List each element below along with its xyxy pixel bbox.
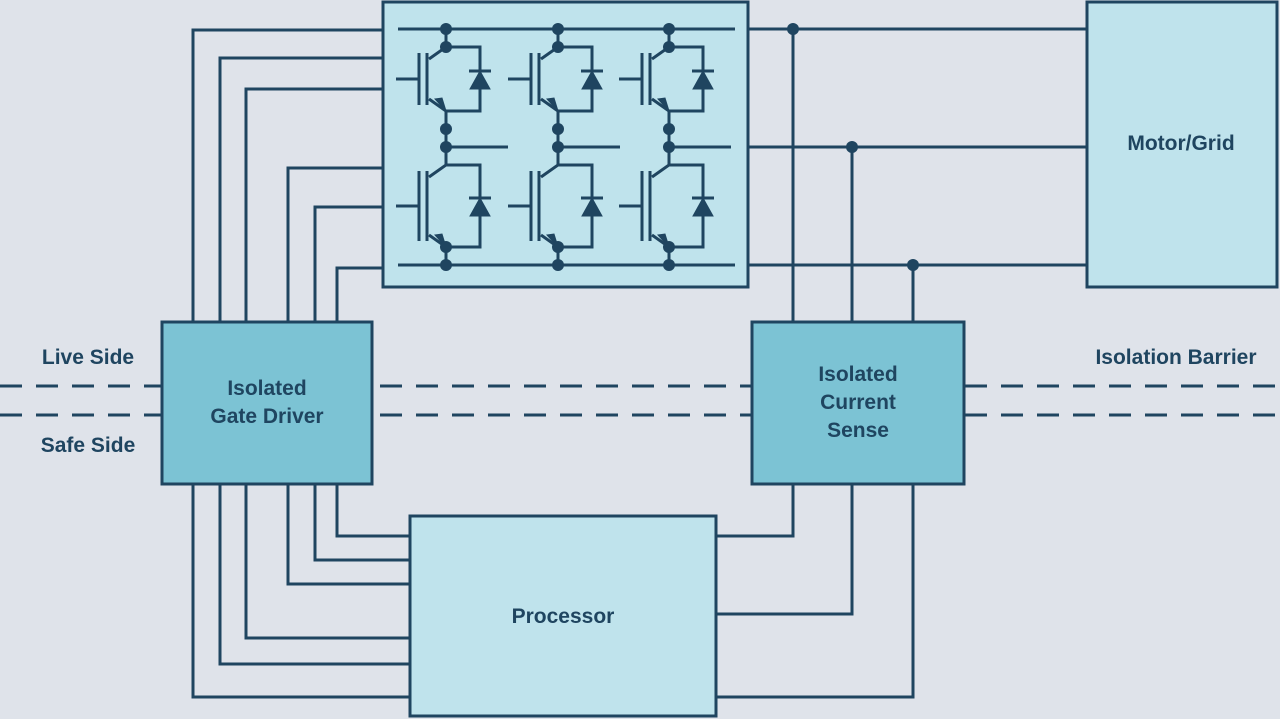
gate-driver-label-line2: Gate Driver	[210, 405, 323, 428]
current-sense-box	[750, 320, 966, 486]
diode-triangle	[469, 196, 491, 217]
inverter-bridge	[381, 0, 750, 289]
junction-dot	[552, 23, 564, 35]
junction-dot	[440, 141, 452, 153]
diode-triangle	[581, 196, 603, 217]
isolation-barrier-lines	[0, 384, 1280, 417]
ctrl-wire-3	[244, 484, 410, 640]
junction-dot	[663, 41, 675, 53]
motor-grid-block: Motor/Grid	[1085, 0, 1279, 289]
wiring	[191, 27, 1087, 699]
safe-side-label: Safe Side	[41, 434, 136, 457]
ctrl-wire-1	[191, 484, 410, 699]
gate-wire-2	[218, 56, 383, 322]
bridge-legs	[396, 23, 731, 271]
diode-triangle	[581, 69, 603, 90]
ctrl-wire-6	[335, 484, 410, 538]
junction-dot	[552, 141, 564, 153]
diode-triangle	[692, 69, 714, 90]
junction-dot	[663, 241, 675, 253]
sense-out-3	[716, 484, 915, 699]
junction-dot	[440, 241, 452, 253]
processor-box	[408, 514, 718, 718]
live-side-label: Live Side	[42, 346, 134, 369]
ctrl-wire-4	[286, 484, 410, 586]
diode-triangle	[469, 69, 491, 90]
junction-dot	[907, 259, 919, 271]
junction-dot	[552, 41, 564, 53]
gate-wire-4	[286, 166, 383, 322]
junction-dot	[846, 141, 858, 153]
gate-wire-1	[191, 28, 383, 322]
sense-out-2	[716, 484, 854, 616]
gate-wire-6	[335, 266, 383, 322]
processor-block: Processor	[408, 514, 718, 718]
gate-wire-3	[244, 87, 383, 322]
ctrl-wire-2	[218, 484, 410, 666]
gate-wire-5	[313, 205, 383, 322]
inverter-bridge-box	[381, 0, 750, 289]
gate-driver-label-line1: Isolated	[227, 377, 306, 400]
junction-dot	[663, 259, 675, 271]
junction-dot	[663, 123, 675, 135]
junction-dot	[552, 123, 564, 135]
current-sense-label-line3: Sense	[827, 419, 889, 442]
gate-driver-box	[160, 320, 374, 486]
processor-label: Processor	[512, 605, 615, 628]
current-sense-label-line1: Isolated	[818, 363, 897, 386]
junction-dot	[663, 23, 675, 35]
current-sense-block: Isolated Current Sense	[750, 320, 966, 486]
igbt-emitter-arrow	[433, 97, 447, 112]
ctrl-wire-5	[313, 484, 410, 562]
junction-dot	[440, 23, 452, 35]
sense-out-1	[716, 484, 795, 538]
isolation-barrier-label: Isolation Barrier	[1095, 346, 1256, 369]
igbt-emitter-arrow	[545, 97, 559, 112]
junction-dot	[440, 41, 452, 53]
motor-grid-label: Motor/Grid	[1127, 132, 1234, 155]
gate-driver-block: Isolated Gate Driver	[160, 320, 374, 486]
junction-dot	[787, 23, 799, 35]
junction-dot	[440, 123, 452, 135]
junction-dot	[440, 259, 452, 271]
current-sense-label-line2: Current	[820, 391, 896, 414]
igbt-emitter-arrow	[656, 97, 670, 112]
motor-grid-box	[1085, 0, 1279, 289]
tap-junctions	[787, 23, 919, 271]
junction-dot	[552, 241, 564, 253]
diode-triangle	[692, 196, 714, 217]
junction-dot	[663, 141, 675, 153]
junction-dot	[552, 259, 564, 271]
